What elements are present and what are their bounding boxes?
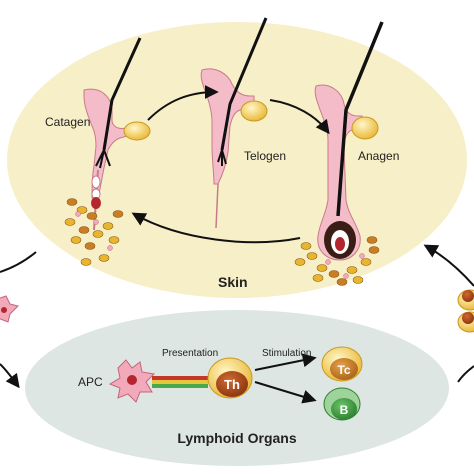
immune-cell-dot: [92, 230, 104, 238]
label-anagen: Anagen: [358, 149, 399, 163]
right-lower-arrow: [457, 365, 474, 383]
immune-cell-dot: [316, 264, 328, 272]
th-cell-icon: [207, 357, 253, 399]
apc-dot: [343, 273, 349, 279]
stimulation-arrow-b: [254, 381, 317, 404]
immune-cell-dot: [98, 254, 110, 262]
presentation-bar-red: [152, 376, 208, 380]
immune-cell-dot: [84, 242, 96, 250]
immune-cell-dot: [352, 276, 364, 284]
immune-cell-dot: [78, 226, 90, 234]
lymphoid-organs-title: Lymphoid Organs: [177, 430, 296, 446]
presentation-bar-green: [152, 384, 208, 388]
label-catagen: Catagen: [45, 115, 90, 129]
apc-dot: [359, 253, 365, 259]
apc-dot: [107, 245, 113, 251]
immune-cell-dot: [70, 236, 82, 244]
apc-cell-icon: [108, 359, 156, 403]
immune-cell-dot: [336, 278, 348, 286]
apc-dot: [325, 259, 331, 265]
left-edge-apc-icon: [0, 295, 19, 323]
immune-cell-dot: [108, 236, 120, 244]
immune-cell-dot: [312, 274, 324, 282]
immune-cell-dot: [366, 236, 378, 244]
immune-cell-dot: [102, 222, 114, 230]
right-outer-arrow: [423, 244, 474, 287]
immune-cell-dot: [306, 252, 318, 260]
stimulation-label: Stimulation: [262, 348, 311, 359]
immune-cell-dot: [300, 242, 312, 250]
apc-dot: [75, 211, 81, 217]
immune-cell-dot: [368, 246, 380, 254]
label-skin: Skin: [218, 274, 248, 290]
apc-label: APC: [78, 375, 103, 389]
anagen-to-catagen-arrow: [131, 212, 301, 244]
immune-cell-dot: [328, 270, 340, 278]
label-telogen: Telogen: [244, 149, 286, 163]
stimulation-arrow-tc: [254, 353, 317, 371]
tc-cell-icon: [321, 346, 363, 382]
presentation-label: Presentation: [162, 348, 218, 359]
left-outer-arrow: [0, 251, 37, 273]
apc-dot: [93, 219, 99, 225]
immune-cell-dot: [360, 258, 372, 266]
immune-cell-dot: [64, 218, 76, 226]
immune-cell-dot: [112, 210, 124, 218]
th-label: Th: [224, 377, 240, 392]
right-edge-lymphocytes-icon: [457, 289, 474, 333]
left-lower-arrow: [0, 363, 20, 389]
immune-cell-dot: [294, 258, 306, 266]
tc-label: Tc: [337, 363, 350, 377]
telogen-to-anagen-arrow: [269, 99, 330, 135]
immune-cell-dot: [66, 198, 78, 206]
presentation-bar-yellow: [152, 380, 208, 384]
catagen-to-telogen-arrow: [147, 85, 219, 121]
b-label: B: [340, 403, 349, 417]
immune-cell-dot: [80, 258, 92, 266]
immune-cell-dot: [346, 266, 358, 274]
skin-immune-cells: [64, 198, 380, 286]
anagen-follicle-icon: [314, 21, 384, 261]
b-cell-icon: [323, 387, 361, 421]
immune-cell-dot: [86, 212, 98, 220]
catagen-follicle-icon: [83, 37, 151, 231]
